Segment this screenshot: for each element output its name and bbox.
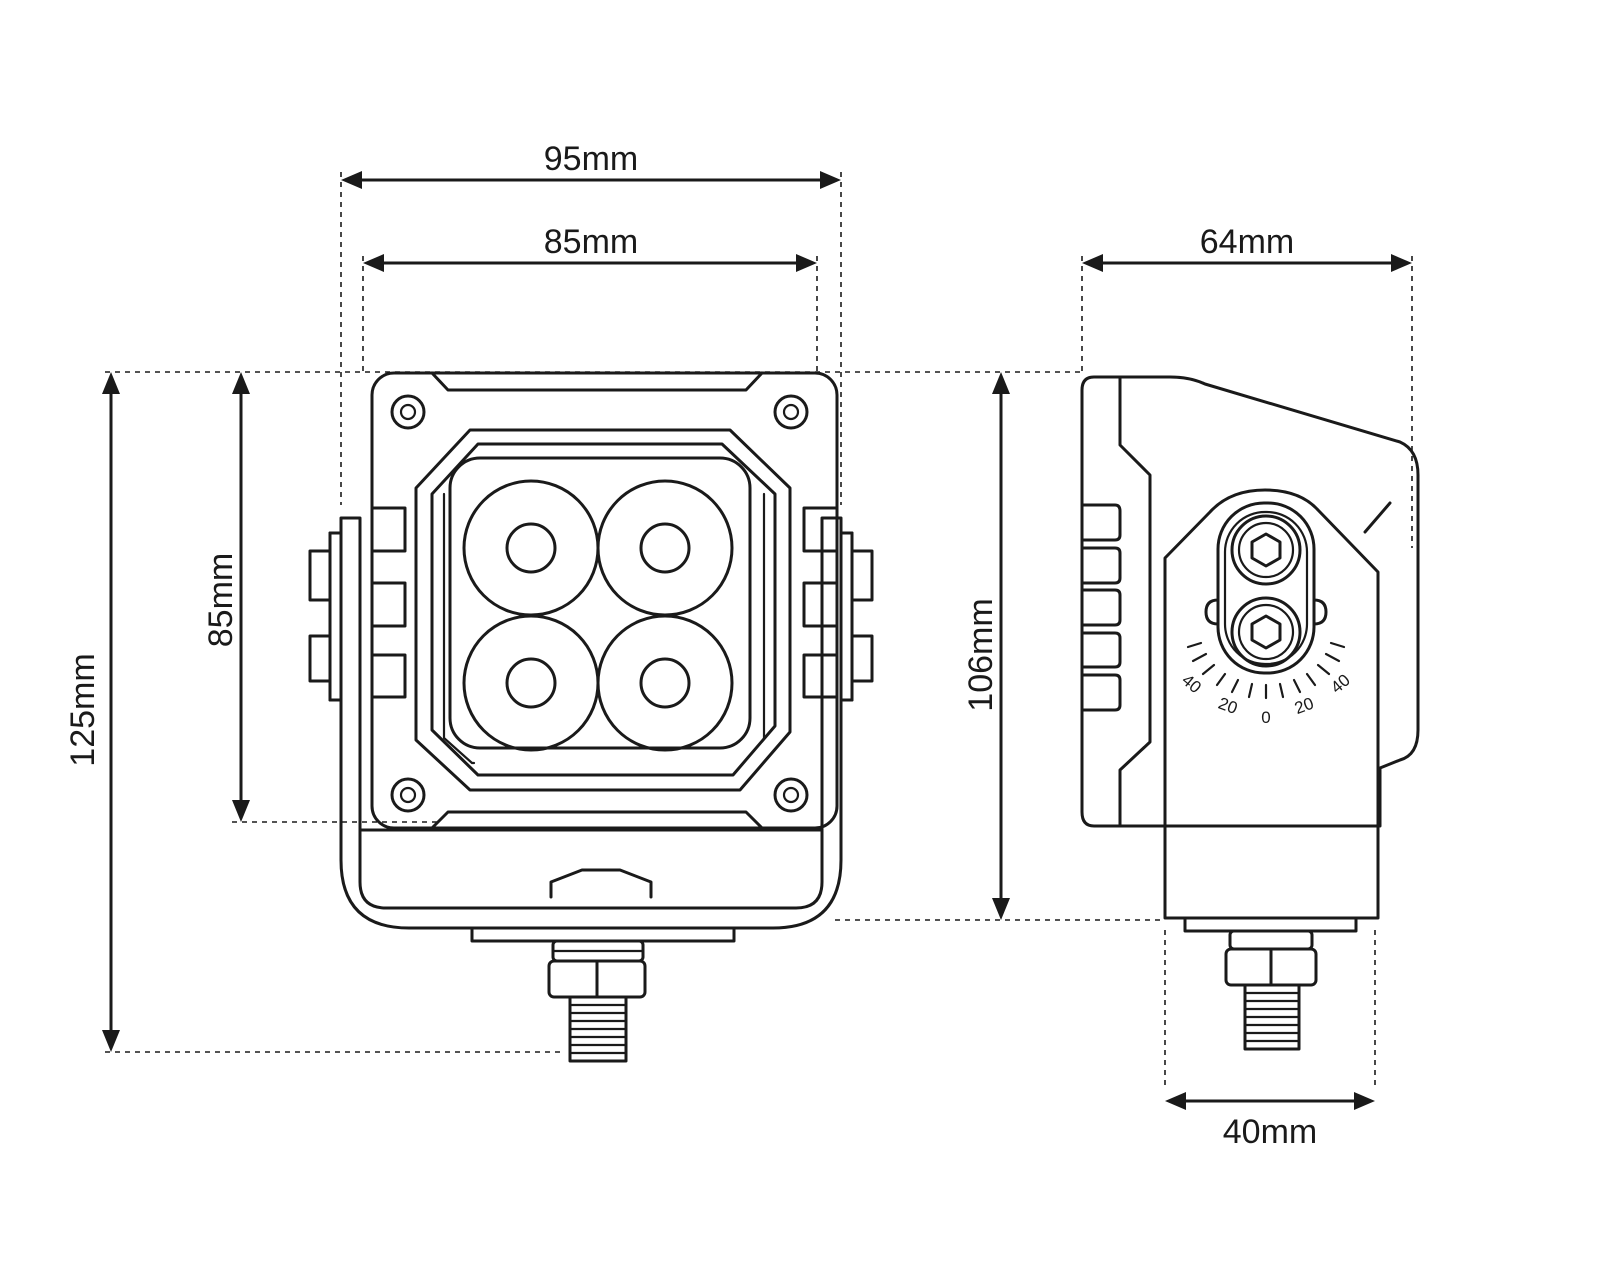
pivot-bolts — [1230, 514, 1302, 668]
label-width-body: 85mm — [544, 223, 638, 261]
mounting-bracket — [339, 516, 843, 930]
front-view — [308, 371, 874, 1063]
right-heatsink-fins — [802, 506, 874, 702]
led-modules — [462, 479, 734, 752]
dim-bracket-width: 40mm — [1165, 1092, 1375, 1151]
side-bracket-foot — [1183, 916, 1358, 933]
scale-label-left-40: 40 — [1178, 670, 1205, 697]
lens-window — [448, 456, 752, 750]
dim-depth: 64mm — [1082, 223, 1412, 272]
adjustment-slot — [1216, 501, 1316, 675]
scale-label-left-20: 20 — [1216, 694, 1240, 718]
scale-label-right-20: 20 — [1292, 694, 1316, 718]
label-height-total: 125mm — [64, 653, 102, 766]
corner-screws — [390, 394, 809, 813]
scale-label-right-40: 40 — [1327, 670, 1354, 697]
angle-scale — [1186, 641, 1346, 700]
label-height-side: 106mm — [962, 598, 1000, 711]
label-bracket-width: 40mm — [1223, 1113, 1317, 1151]
left-heatsink-fins — [308, 506, 407, 702]
side-washer — [1228, 929, 1314, 951]
extension-lines — [105, 172, 1413, 1090]
lamp-housing — [370, 371, 839, 830]
label-height-body: 85mm — [202, 553, 240, 647]
side-view: 40 20 0 20 40 — [1080, 375, 1420, 1051]
dim-height-body: 85mm — [202, 372, 250, 822]
side-fins — [1080, 503, 1122, 712]
led-reflector — [462, 479, 600, 617]
dim-height-total: 125mm — [64, 372, 120, 1052]
led-reflector — [596, 614, 734, 752]
scale-label-zero: 0 — [1261, 708, 1270, 727]
led-reflector — [462, 614, 600, 752]
label-width-total: 95mm — [544, 140, 638, 178]
dim-height-side: 106mm — [962, 372, 1010, 920]
side-bracket — [1163, 488, 1380, 920]
dim-width-body: 85mm — [363, 223, 817, 272]
label-depth: 64mm — [1200, 223, 1294, 261]
lamp-body-profile — [1080, 375, 1420, 828]
led-reflector — [596, 479, 734, 617]
bracket-foot — [470, 926, 736, 943]
lens-bezel — [414, 428, 792, 792]
dim-width-total: 95mm — [341, 140, 841, 189]
